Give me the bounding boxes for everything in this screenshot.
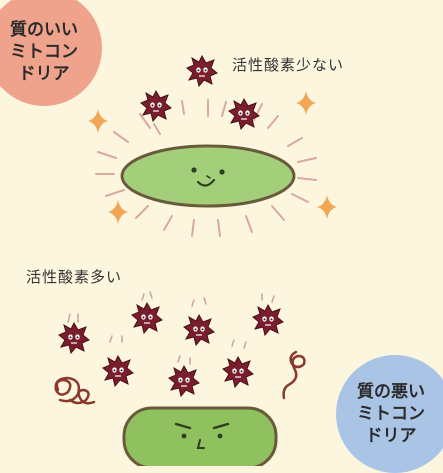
radical-icon <box>131 302 163 334</box>
radical-icon <box>222 356 254 388</box>
high-ros-label: 活性酸素多い <box>26 268 123 286</box>
radical-icon <box>252 304 284 336</box>
low-ros-label: 活性酸素少ない <box>232 56 345 74</box>
radical-icon <box>102 355 134 387</box>
radical-icon <box>168 365 200 397</box>
good-mitochondria-group <box>88 55 337 237</box>
bad-mitochondria-group <box>54 291 306 466</box>
badge-line: ドリア <box>365 426 417 446</box>
badge-line: 質のいい <box>10 20 78 40</box>
swirl-icon <box>282 350 306 400</box>
badge-line: ドリア <box>18 64 70 84</box>
radical-icon <box>58 322 90 354</box>
badge-line: 質の悪い <box>357 382 425 402</box>
radical-icon <box>183 314 215 346</box>
swirl-icon <box>68 388 96 405</box>
radical-icon <box>186 55 218 87</box>
badge-line: ミトコン <box>10 42 78 62</box>
sparkle-icon <box>88 109 108 133</box>
swirl-icon <box>54 376 81 403</box>
good-mitochondria-badge: 質のいい ミトコン ドリア <box>0 0 102 106</box>
sparkle-icon <box>296 91 316 115</box>
radical-icon <box>140 90 172 122</box>
bad-mitochondria-badge: 質の悪い ミトコン ドリア <box>336 355 443 473</box>
radical-icon <box>228 98 260 130</box>
bad-mitochondria-icon <box>122 406 278 466</box>
sparkle-icon <box>317 195 337 219</box>
badge-line: ミトコン <box>357 404 425 424</box>
sparkle-icon <box>108 200 128 224</box>
